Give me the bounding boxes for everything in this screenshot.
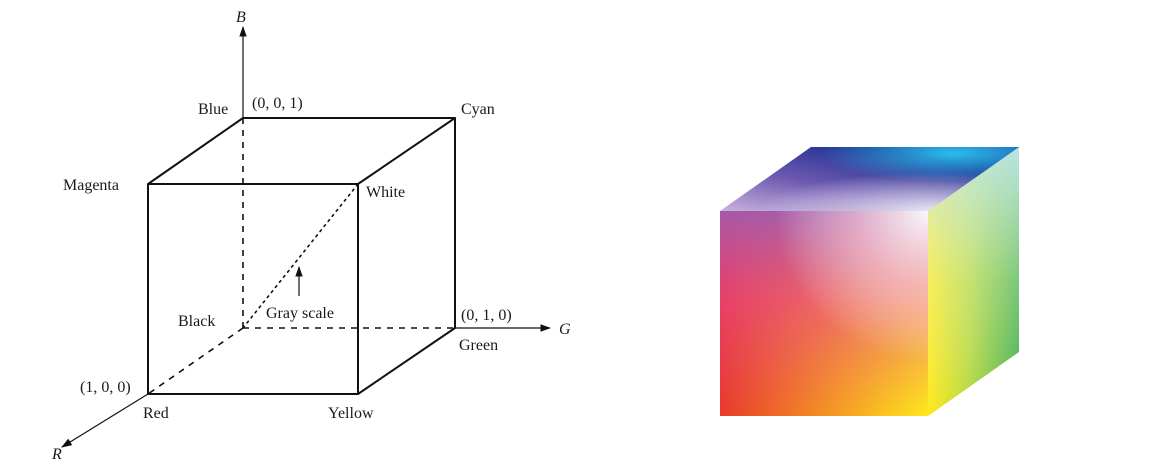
hidden-edge-black-red bbox=[147, 327, 244, 395]
vertex-label-green: Green bbox=[459, 337, 498, 354]
vertex-label-red: Red bbox=[143, 405, 169, 422]
side-color-face bbox=[928, 147, 1019, 416]
top-color-face bbox=[720, 147, 1019, 211]
side-face-edges bbox=[357, 118, 456, 395]
vertex-label-black: Black bbox=[178, 313, 215, 330]
blue-axis-label: B bbox=[236, 9, 246, 26]
vertex-label-blue: Blue bbox=[198, 101, 228, 118]
red-axis-line bbox=[61, 393, 149, 448]
top-face-edges bbox=[147, 117, 456, 185]
vertex-label-white: White bbox=[366, 184, 405, 201]
vertex-coord-green: (0, 1, 0) bbox=[461, 307, 512, 324]
gray-scale-diagonal bbox=[242, 183, 359, 329]
front-color-face bbox=[720, 211, 928, 416]
vertex-label-yellow: Yellow bbox=[328, 405, 374, 422]
vertex-coord-red: (1, 0, 0) bbox=[80, 379, 131, 396]
gray-scale-label: Gray scale bbox=[266, 305, 334, 322]
green-axis-label: G bbox=[559, 321, 571, 338]
vertex-label-magenta: Magenta bbox=[63, 177, 119, 194]
vertex-coord-blue: (0, 0, 1) bbox=[252, 95, 303, 112]
vertex-label-cyan: Cyan bbox=[461, 101, 495, 118]
front-face bbox=[147, 183, 359, 395]
wireframe-cube: B G R Blue (0, 0, 1) Cyan Magenta White … bbox=[51, 9, 571, 463]
red-axis-label: R bbox=[51, 446, 62, 463]
shaded-color-cube bbox=[720, 147, 1019, 416]
